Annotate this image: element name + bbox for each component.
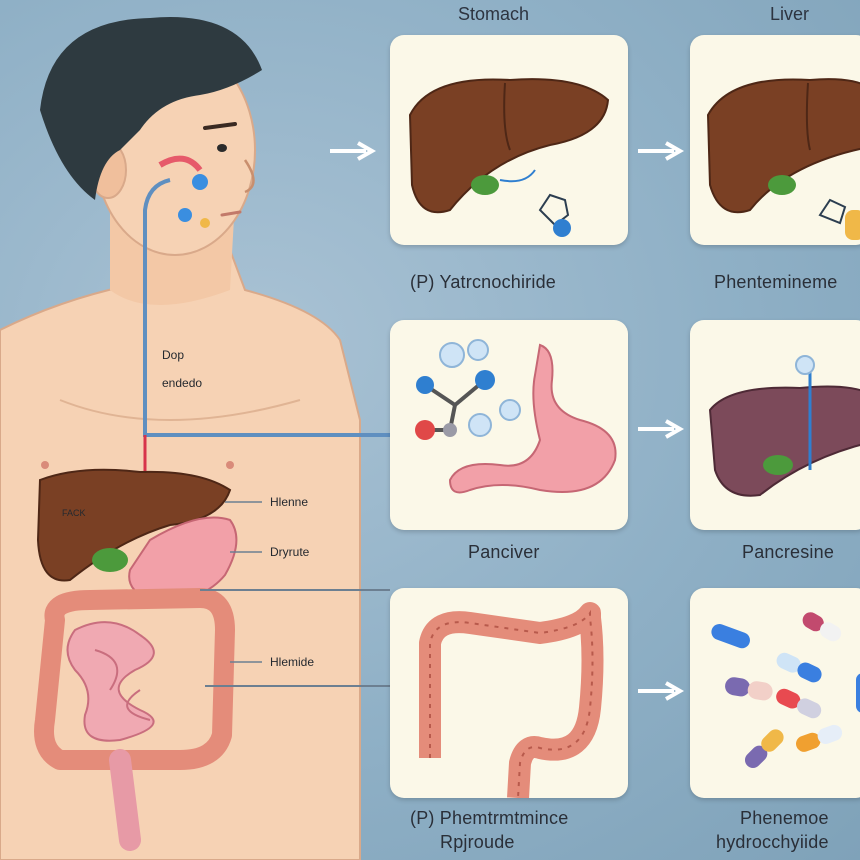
- stomach-icon: [415, 339, 617, 494]
- arrow-icon: [638, 681, 685, 701]
- human-anatomy-figure: [0, 17, 390, 860]
- label-endedo: endedo: [162, 376, 203, 390]
- card-colon: [390, 588, 628, 798]
- liver-icon: [408, 78, 610, 237]
- card-pills: [690, 588, 860, 798]
- caption-card-2: Phentemineme: [714, 272, 838, 292]
- label-hlemide: Hlemide: [270, 655, 315, 669]
- label-dryrute: Dryrute: [270, 545, 310, 559]
- card-liver-2: [690, 35, 860, 245]
- liver-icon: [708, 355, 860, 497]
- pills-icon: [711, 612, 860, 769]
- caption-card-3: Panciver: [468, 542, 540, 562]
- caption-card-5-line1: (P) Phemtrmtmince: [410, 808, 569, 828]
- liver-icon: [706, 78, 860, 240]
- card-stomach: [390, 320, 628, 530]
- label-dop: Dop: [162, 348, 185, 362]
- card-liver-3: [690, 320, 860, 530]
- caption-card-4: Pancresine: [742, 542, 835, 562]
- header-liver: Liver: [770, 4, 810, 24]
- caption-card-5-line2: Rpjroude: [440, 832, 515, 852]
- caption-card-6-line1: Phenemoe: [740, 808, 829, 828]
- caption-card-1: (P) Yatrcnochiride: [410, 272, 556, 292]
- label-liver-tag: FACK: [62, 508, 86, 518]
- arrow-icon: [638, 141, 685, 161]
- label-hlenne: Hlenne: [270, 495, 309, 509]
- arrow-icon: [330, 141, 377, 161]
- card-liver-1: [390, 35, 628, 245]
- header-stomach: Stomach: [458, 4, 530, 24]
- caption-card-6-line2: hydrocchyiide: [716, 832, 829, 852]
- colon-icon: [419, 602, 604, 798]
- arrow-icon: [638, 419, 685, 439]
